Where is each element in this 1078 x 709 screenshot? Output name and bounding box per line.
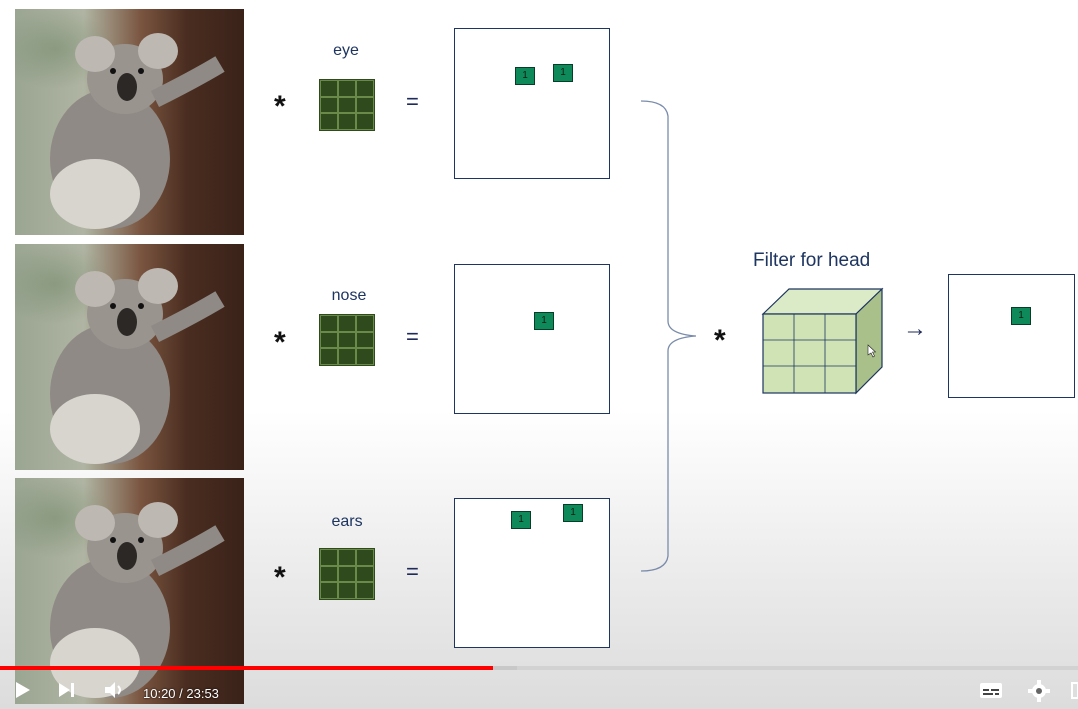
play-button[interactable] [14,680,32,705]
settings-button[interactable] [1028,680,1050,707]
filter-label-nose: nose [331,287,367,304]
miniplayer-button[interactable] [1071,680,1078,705]
filter-kernel-nose [319,314,375,366]
subtitles-icon [980,683,1002,698]
player-controls: 10:20 / 23:53 [0,672,1078,709]
play-icon [16,682,30,698]
gear-icon [1028,680,1050,702]
miniplayer-icon [1071,682,1078,699]
activation-cell: 1 [563,504,583,522]
koala-image-1 [15,9,244,235]
conv-operator-eye: * [274,90,286,123]
progress-played [0,666,493,670]
head-filter-cube [761,287,884,395]
volume-button[interactable] [103,680,127,705]
feature-map-ears: 1 1 [454,498,610,648]
koala-image-3 [15,478,244,704]
equals-sign-ears: = [406,559,419,584]
activation-cell: 1 [515,67,535,85]
volume-icon [105,682,121,698]
activation-cell: 1 [1011,307,1031,325]
equals-sign-eye: = [406,89,419,114]
activation-cell: 1 [534,312,554,330]
activation-cell: 1 [511,511,531,529]
feature-map-head: 1 [948,274,1075,398]
filter-label-eye: eye [333,42,359,59]
filter-label-ears: ears [331,513,363,530]
result-arrow: → [903,315,927,342]
koala-image-2 [15,244,244,470]
subtitles-button[interactable] [979,680,1003,705]
feature-map-nose: 1 [454,264,610,414]
activation-cell: 1 [553,64,573,82]
equals-sign-nose: = [406,324,419,349]
combine-bracket [640,100,697,572]
time-display: 10:20 / 23:53 [143,686,219,701]
filter-for-head-title: Filter for head [753,250,871,271]
feature-map-eye: 1 1 [454,28,610,179]
conv-operator-ears: * [274,561,286,594]
next-icon [59,683,74,697]
filter-kernel-ears [319,548,375,600]
conv-operator-head: * [714,324,726,357]
conv-operator-nose: * [274,326,286,359]
progress-bar[interactable] [0,666,1078,670]
filter-kernel-eye [319,79,375,131]
next-button[interactable] [57,680,77,705]
